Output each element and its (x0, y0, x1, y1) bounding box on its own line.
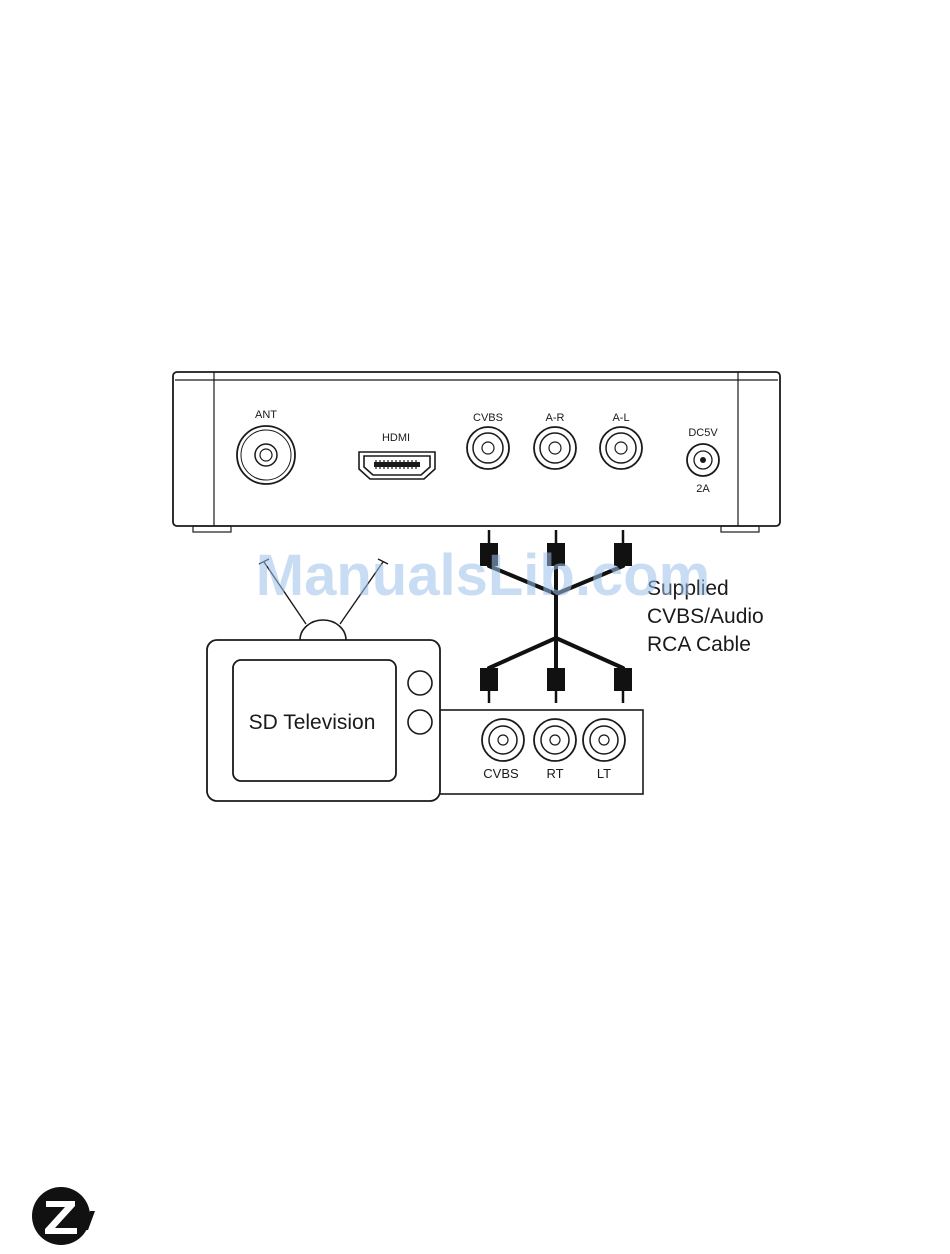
rca-plug-bottom-right (547, 668, 565, 703)
dc-power-current-label: 2A (696, 483, 710, 495)
tv-knob-bottom (408, 710, 432, 734)
rca-plug-bottom-left (614, 668, 632, 703)
tv-right-port-label: RT (546, 766, 563, 781)
dc-power-port (687, 444, 719, 476)
hdmi-port-label: HDMI (382, 432, 410, 444)
ant-port (237, 426, 295, 484)
cvbs-port-label: CVBS (473, 412, 503, 424)
ant-port-label: ANT (255, 409, 277, 421)
audio-right-port (534, 427, 576, 469)
dc-power-port-label: DC5V (688, 427, 718, 439)
audio-right-port-label: A-R (546, 412, 565, 424)
hdmi-port (359, 452, 435, 479)
audio-left-port (600, 427, 642, 469)
brand-logo (32, 1187, 95, 1245)
rca-plug-bottom-cvbs (480, 668, 498, 703)
tv-cvbs-port-label: CVBS (483, 766, 519, 781)
tv-left-port-label: LT (597, 766, 611, 781)
watermark: ManualsLib.com (256, 543, 710, 608)
tv-title: SD Television (249, 711, 376, 734)
tv-knob-top (408, 671, 432, 695)
cable-label-line-3: RCA Cable (647, 633, 751, 656)
cable-label-line-2: CVBS/Audio (647, 605, 764, 628)
cvbs-port (467, 427, 509, 469)
audio-left-port-label: A-L (612, 412, 629, 424)
